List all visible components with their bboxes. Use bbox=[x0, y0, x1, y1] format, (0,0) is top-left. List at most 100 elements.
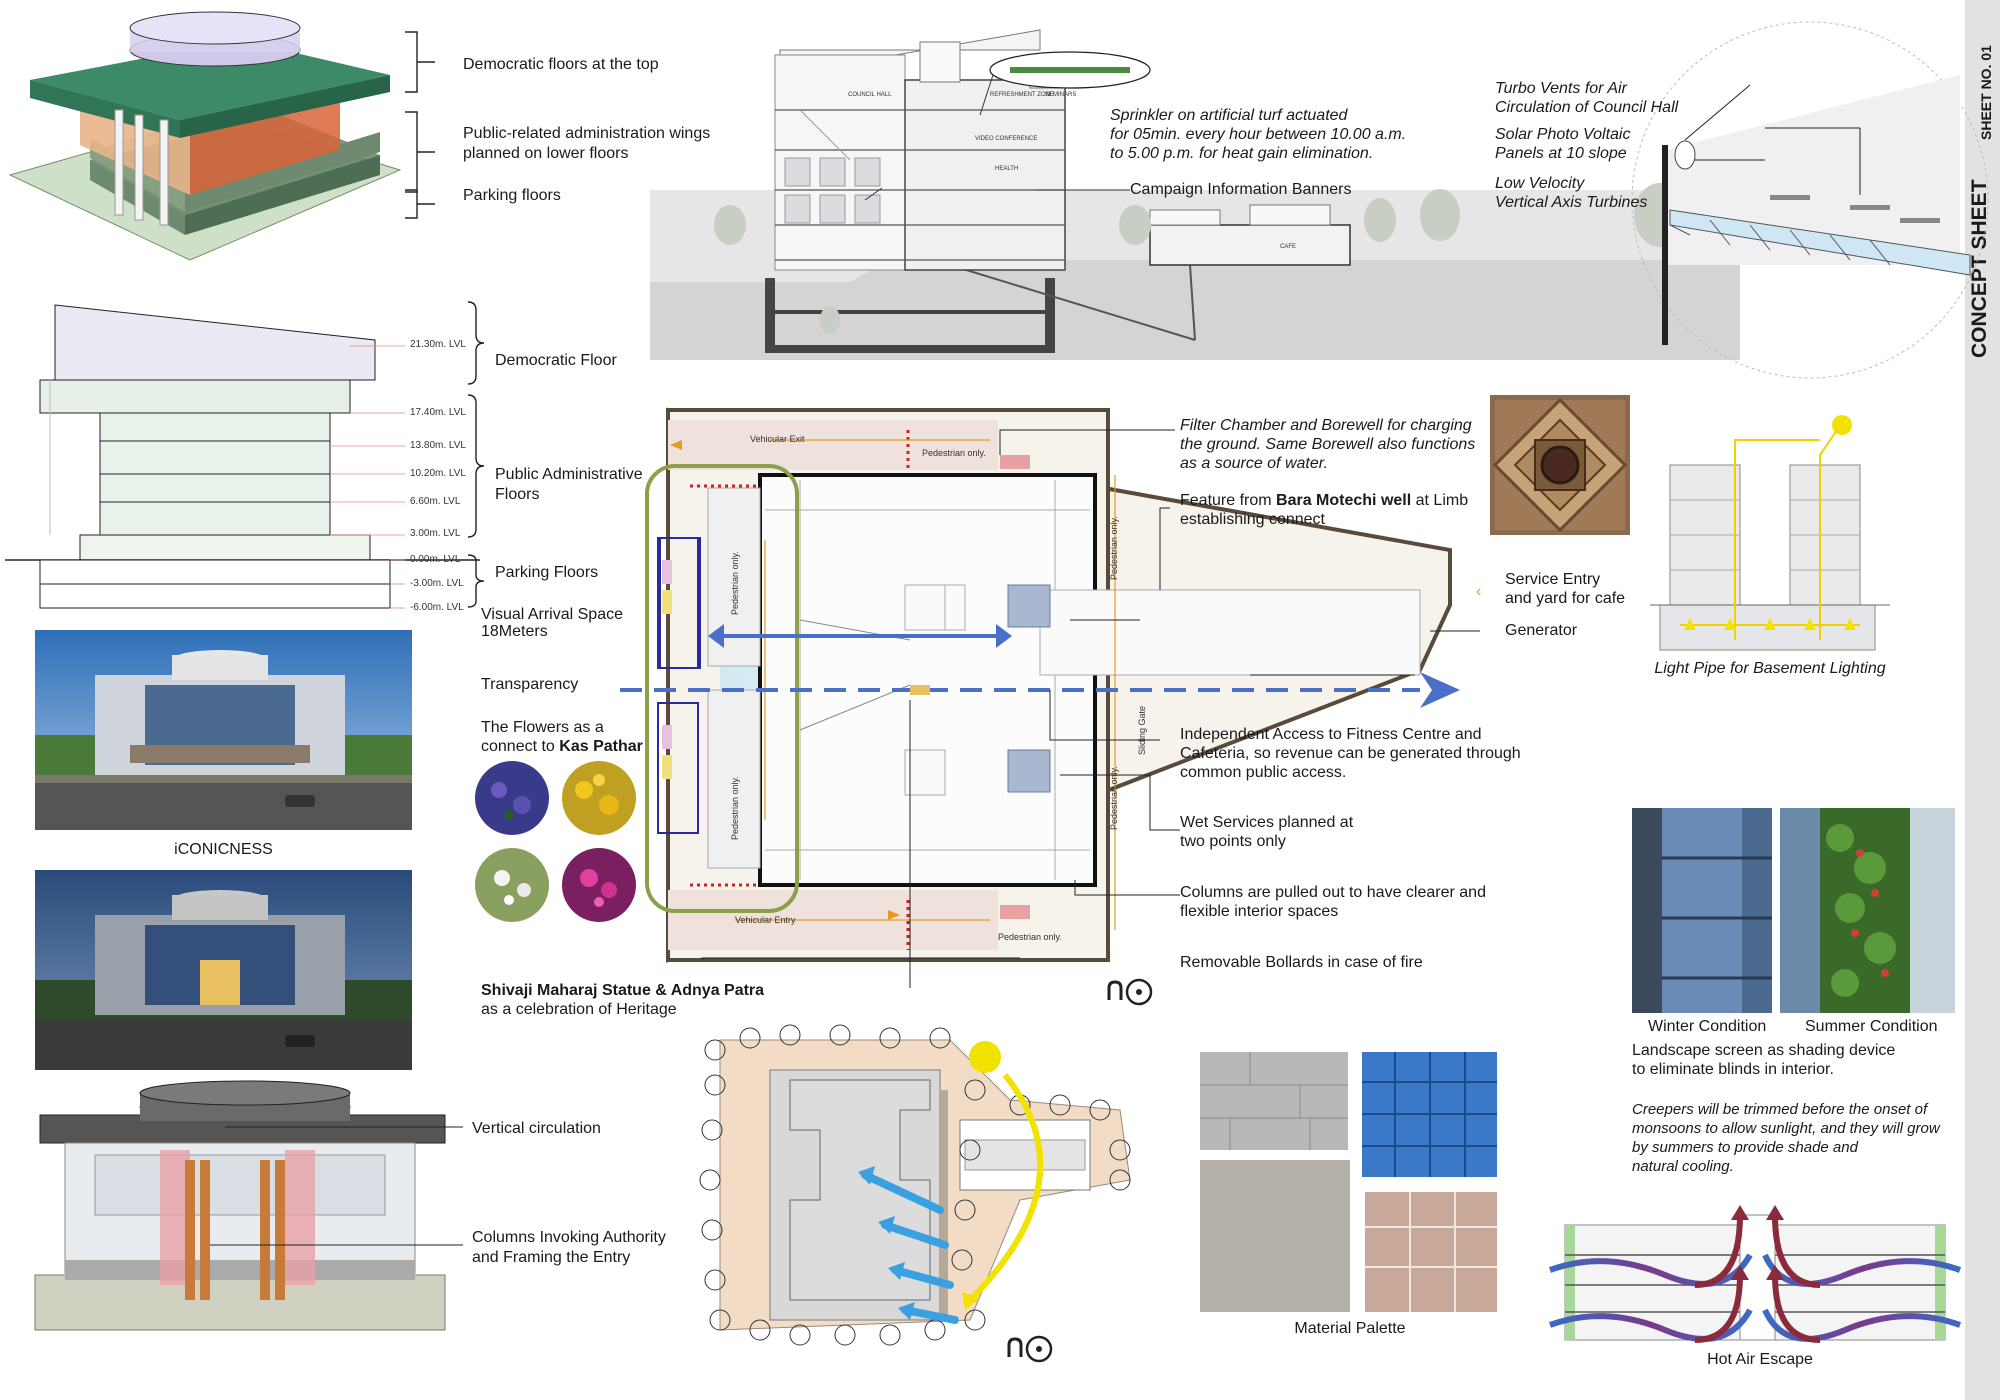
north-arrow-icon bbox=[1107, 978, 1153, 1006]
label-material-palette: Material Palette bbox=[1294, 1320, 1406, 1337]
label-democratic-top: Democratic floors at the top bbox=[463, 56, 659, 73]
level-13-80: 13.80m. LVL bbox=[410, 440, 466, 451]
flower-photos bbox=[475, 761, 636, 922]
label-sprinkler-3: to 5.00 p.m. for heat gain elimination. bbox=[1110, 145, 1374, 162]
label-independent-2: Cafeteria, so revenue can be generated t… bbox=[1180, 745, 1521, 762]
label-turbine-1: Low Velocity bbox=[1495, 175, 1585, 192]
label-creepers-1: Creepers will be trimmed before the onse… bbox=[1632, 1101, 1928, 1118]
summer-photo bbox=[1780, 808, 1955, 1013]
level-21-30: 21.30m. LVL bbox=[410, 339, 466, 350]
level-0-00: 0.00m. LVL bbox=[410, 554, 461, 565]
label-feature-2: establishing connect bbox=[1180, 511, 1325, 528]
label-visual-arrival-2: 18Meters bbox=[481, 623, 548, 640]
label-screen-2: to eliminate blinds in interior. bbox=[1632, 1061, 1834, 1078]
label-filter-1: Filter Chamber and Borewell for charging bbox=[1180, 416, 1472, 435]
label-transparency: Transparency bbox=[481, 676, 579, 693]
label-filter-3-text: as a source of water. bbox=[1180, 455, 1328, 472]
level-6-60: 6.60m. LVL bbox=[410, 496, 461, 507]
label-winter: Winter Condition bbox=[1648, 1018, 1767, 1035]
label-turbo-1: Turbo Vents for Air bbox=[1495, 80, 1627, 97]
level-17-40: 17.40m. LVL bbox=[410, 407, 466, 418]
massing-model bbox=[8, 11, 435, 261]
tag-cafe: CAFE bbox=[1280, 244, 1296, 250]
label-creepers-4: natural cooling. bbox=[1632, 1158, 1734, 1175]
level-minus-6-00: -6.00m. LVL bbox=[410, 602, 464, 613]
render-dusk bbox=[35, 870, 412, 1070]
tag-vehicular-entry: Vehicular Entry bbox=[735, 915, 796, 925]
tag-sliding-gate: Sliding Gate bbox=[1137, 706, 1147, 755]
well-photo bbox=[1490, 395, 1630, 535]
label-sprinkler-1: Sprinkler on artificial turf actuated bbox=[1110, 107, 1348, 124]
tag-pedestrian-bottom: Pedestrian only. bbox=[998, 932, 1062, 942]
label-wet-2: two points only bbox=[1180, 833, 1286, 850]
north-arrow-small-icon bbox=[1007, 1335, 1053, 1363]
label-kas-pathar: Kas Pathar bbox=[559, 738, 643, 755]
entry-model bbox=[34, 1080, 463, 1331]
label-statue-2: as a celebration of Heritage bbox=[481, 1001, 677, 1018]
light-pipe-diagram bbox=[1650, 415, 1890, 651]
label-visual-arrival-1: Visual Arrival Space bbox=[481, 606, 623, 623]
label-wet-1: Wet Services planned at bbox=[1180, 814, 1354, 831]
tag-pedestrian-right-top: Pedestrian only. bbox=[1109, 516, 1119, 580]
label-vertical-circulation: Vertical circulation bbox=[472, 1120, 601, 1137]
label-democratic-floor: Democratic Floor bbox=[495, 352, 617, 369]
site-plan: Vehicular Exit Vehicular Entry Pedestria… bbox=[620, 407, 1480, 988]
label-turbine-2: Vertical Axis Turbines bbox=[1495, 194, 1648, 211]
label-flowers-2: connect to Kas Pathar bbox=[481, 737, 643, 756]
label-sprinkler-2: for 05min. every hour between 10.00 a.m. bbox=[1110, 126, 1407, 143]
tag-video-conf: VIDEO CONFERENCE bbox=[975, 136, 1037, 142]
label-columns-pulled-1: Columns are pulled out to have clearer a… bbox=[1180, 884, 1486, 901]
label-campaign-banners: Campaign Information Banners bbox=[1130, 181, 1352, 198]
label-parking-floors: Parking floors bbox=[463, 187, 561, 204]
banners-leader bbox=[1035, 189, 1130, 191]
tag-refreshment: REFRESHMENT ZONE bbox=[990, 92, 1054, 98]
service-arrow-icon: ‹ bbox=[1476, 583, 1482, 600]
label-screen-1: Landscape screen as shading device bbox=[1632, 1042, 1896, 1059]
hot-air-diagram bbox=[1548, 1205, 1962, 1343]
label-filter-2-text: the ground. Same Borewell also functions bbox=[1180, 436, 1476, 453]
label-columns-pulled-2: flexible interior spaces bbox=[1180, 903, 1339, 920]
building-section: COUNCIL HALL REFRESHMENT ZONE SEMINARS V… bbox=[650, 29, 1740, 360]
label-feature-1a: Feature from bbox=[1180, 492, 1277, 509]
label-filter-3: as a source of water. bbox=[1180, 454, 1328, 473]
label-independent-3: common public access. bbox=[1180, 764, 1347, 781]
label-columns-authority-1: Columns Invoking Authority bbox=[472, 1229, 666, 1246]
label-service-2: and yard for cafe bbox=[1505, 590, 1626, 607]
label-iconicness: iCONICNESS bbox=[174, 841, 273, 858]
label-public-admin-1: Public Administrative bbox=[495, 466, 643, 483]
level-3-00: 3.00m. LVL bbox=[410, 528, 461, 539]
label-light-pipe: Light Pipe for Basement Lighting bbox=[1654, 660, 1886, 677]
tag-pedestrian-right-bottom: Pedestrian only. bbox=[1109, 766, 1119, 830]
label-admin-wings-2: planned on lower floors bbox=[463, 145, 629, 162]
label-bara-motechi: Bara Motechi well bbox=[1276, 492, 1412, 509]
label-flowers-2a: connect to bbox=[481, 738, 560, 755]
winter-photo bbox=[1632, 808, 1772, 1013]
sheet-sidebar bbox=[1965, 0, 2000, 1400]
label-creepers-2: monsoons to allow sunlight, and they wil… bbox=[1632, 1120, 1940, 1137]
tag-seminars: SEMINARS bbox=[1045, 92, 1076, 98]
tag-vehicular-exit: Vehicular Exit bbox=[750, 434, 805, 444]
label-flowers-1: The Flowers as a bbox=[481, 719, 604, 736]
tag-health: HEALTH bbox=[995, 166, 1018, 172]
sun-wind-diagram bbox=[699, 1024, 1131, 1346]
label-filter-2: the ground. Same Borewell also functions bbox=[1180, 435, 1475, 454]
level-minus-3-00: -3.00m. LVL bbox=[410, 578, 464, 589]
label-solar-1: Solar Photo Voltaic bbox=[1495, 126, 1631, 143]
label-turbo-2: Circulation of Council Hall bbox=[1495, 99, 1679, 116]
label-creepers-3: by summers to provide shade and bbox=[1632, 1139, 1858, 1156]
label-columns-authority-2: and Framing the Entry bbox=[472, 1249, 631, 1266]
label-statue-1: Shivaji Maharaj Statue & Adnya Patra bbox=[481, 982, 765, 999]
label-public-admin-2: Floors bbox=[495, 486, 540, 503]
label-hot-air: Hot Air Escape bbox=[1707, 1351, 1813, 1368]
level-10-20: 10.20m. LVL bbox=[410, 468, 466, 479]
render-day bbox=[35, 630, 412, 830]
tag-pedestrian-top: Pedestrian only. bbox=[922, 448, 986, 458]
levels-section bbox=[5, 301, 485, 609]
label-independent-1: Independent Access to Fitness Centre and bbox=[1180, 726, 1482, 743]
label-bollards: Removable Bollards in case of fire bbox=[1180, 954, 1423, 971]
tag-pedestrian-left-top: Pedestrian only. bbox=[730, 551, 740, 615]
label-solar-2: Panels at 10 slope bbox=[1495, 145, 1627, 162]
label-summer: Summer Condition bbox=[1805, 1018, 1938, 1035]
tag-council-hall: COUNCIL HALL bbox=[848, 92, 892, 98]
label-admin-wings-1: Public-related administration wings bbox=[463, 125, 711, 142]
